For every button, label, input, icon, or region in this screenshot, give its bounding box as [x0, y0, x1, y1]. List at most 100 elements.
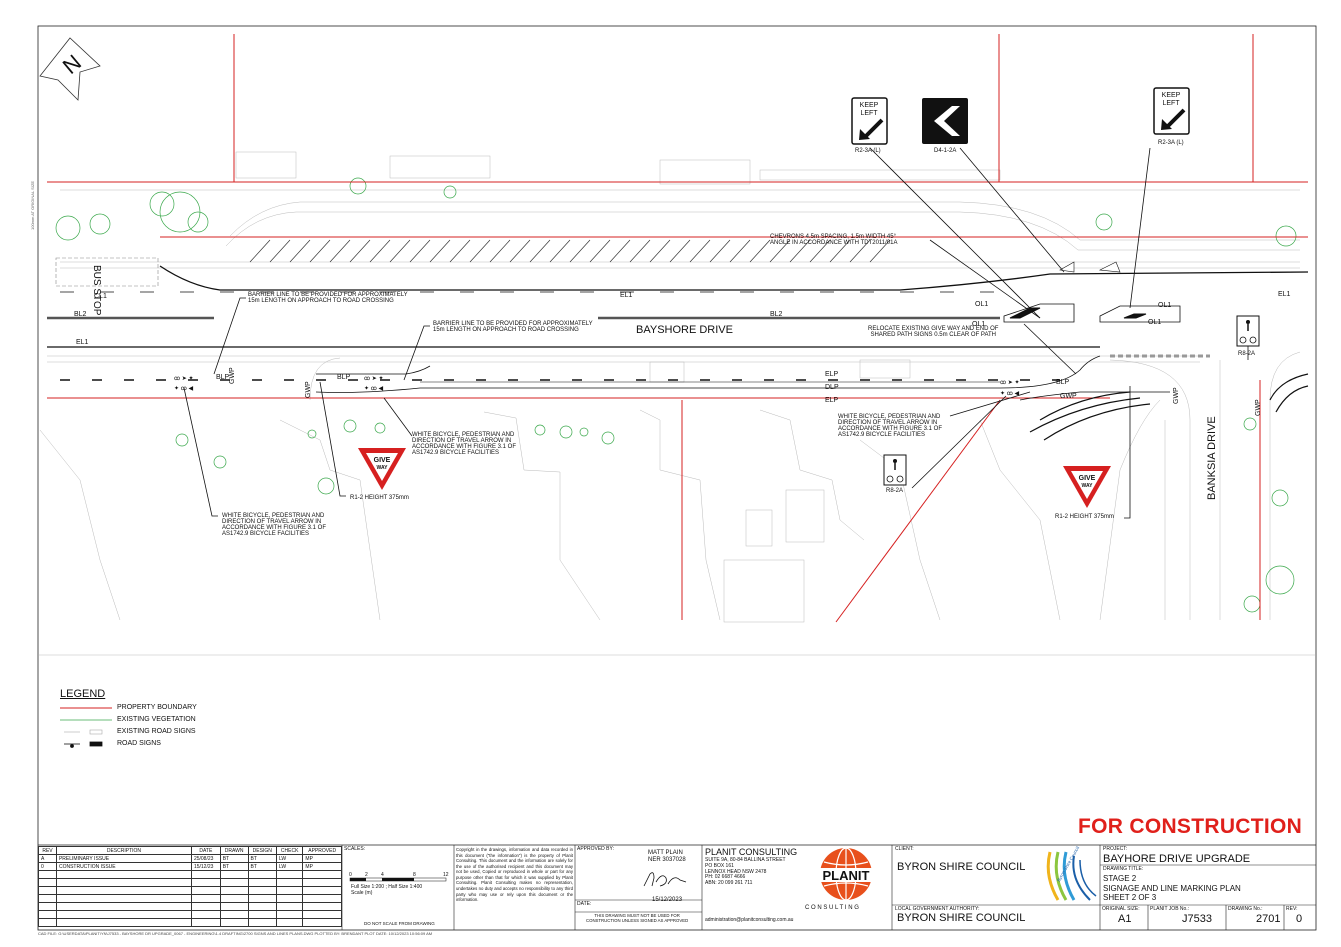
note-chevrons: CHEVRONS 4.5m SPACING, 1.5m WIDTH 45° AN…: [770, 234, 898, 246]
road-label-blp: BLP: [216, 374, 230, 381]
legend-item-existing-road-signs: EXISTING ROAD SIGNS: [117, 728, 196, 735]
sheet-border: [37, 25, 1317, 931]
road-label-bl2: BL2: [770, 311, 783, 318]
rev-label: REV:: [1286, 906, 1298, 912]
keep-left-code-2: R2-3A (L): [1158, 140, 1184, 146]
lga-label: LOCAL GOVERNMENT AUTHORITY:: [895, 906, 980, 912]
chevron-sign: [922, 98, 968, 144]
chevron-code: D4-1-2A: [934, 148, 956, 154]
svg-text:LEFT: LEFT: [860, 110, 878, 117]
scale-bar: [349, 877, 447, 882]
table-row: A PRELIMINARY ISSUE 25/08/23 BT BT LW MP: [38, 854, 342, 863]
table-row: [38, 894, 342, 903]
scale-ticks: 0 2 4 8 12: [349, 872, 449, 878]
bus-stop-text: BUS STOP: [91, 265, 102, 316]
road-label-bl2: BL2: [74, 311, 87, 318]
drawing-no-label: DRAWING No.:: [1228, 906, 1263, 912]
note-relocate-signs: RELOCATE EXISTING GIVE WAY AND END OF SH…: [868, 326, 999, 338]
legend-swatches: [60, 707, 112, 748]
legend-title: LEGEND: [60, 688, 106, 700]
svg-text:✦ ꝏ ◀: ✦ ꝏ ◀: [1000, 390, 1019, 397]
keep-left-code-1: R2-3A (L): [855, 148, 881, 154]
table-row: [38, 902, 342, 911]
svg-text:ꝏ ➤ ✦: ꝏ ➤ ✦: [174, 375, 194, 382]
client-label: CLIENT:: [895, 846, 914, 852]
svg-text:LEFT: LEFT: [1162, 100, 1180, 107]
road-label-gwp: GWP: [305, 381, 312, 398]
drawing-title: STAGE 2 SIGNAGE AND LINE MARKING PLAN SH…: [1103, 874, 1241, 903]
shared-path-sign-1: [883, 454, 907, 486]
svg-text:0: 0: [349, 872, 352, 878]
keep-left-sign-2: KEEP LEFT: [1153, 87, 1190, 135]
client-name: BYRON SHIRE COUNCIL: [897, 861, 1026, 873]
project-label: PROJECT:: [1103, 846, 1128, 852]
give-way-sign-2: GIVE WAY: [1063, 466, 1111, 508]
note-arrow-2: WHITE BICYCLE, PEDESTRIAN AND DIRECTION …: [412, 432, 517, 456]
note-barrier-line-1: BARRIER LINE TO BE PROVIDED FOR APPROXIM…: [248, 292, 408, 304]
approval-signature: [643, 872, 687, 887]
note-arrow-1: WHITE BICYCLE, PEDESTRIAN AND DIRECTION …: [222, 513, 327, 537]
approver-ner: NER 3037028: [648, 857, 686, 863]
company-email: administration@planitconsulting.com.au: [705, 917, 794, 923]
table-row: [38, 870, 342, 879]
table-row: [38, 910, 342, 919]
street-name-bayshore: BAYSHORE DRIVE: [636, 324, 733, 336]
approver-name: MATT PLAIN: [648, 850, 683, 856]
scale-text: Full Size 1:200 ; Half Size 1:400 Scale …: [351, 884, 423, 896]
road-label-gwp: GWP: [1060, 393, 1077, 400]
road-label-ol1: OL1: [975, 301, 988, 308]
planit-logo: PLANIT: [812, 847, 880, 901]
path-arrow-symbols: ꝏ ➤ ✦✦ ꝏ ◀ ꝏ ➤ ✦✦ ꝏ ◀ ꝏ ➤ ✦✦ ꝏ ◀: [174, 375, 1020, 397]
not-used-note: THIS DRAWING MUST NOT BE USED FOR CONSTR…: [586, 913, 689, 923]
revision-table: REV DESCRIPTION DATE DRAWN DESIGN CHECK …: [38, 846, 342, 927]
description-col: DESCRIPTION: [55, 846, 192, 855]
original-size-label: ORIGINAL SIZE:: [1102, 906, 1140, 912]
job-no: J7533: [1182, 913, 1212, 925]
road-label-el1: EL1: [76, 339, 89, 346]
company-address: SUITE 9A, 80-84 BALLINA STREET PO BOX 16…: [705, 857, 786, 886]
north-arrow: N: [39, 37, 101, 101]
note-arrow-3: WHITE BICYCLE, PEDESTRIAN AND DIRECTION …: [838, 414, 943, 438]
road-label-gwp: GWP: [1255, 399, 1262, 416]
planit-logo-sub: C O N S U L T I N G: [805, 905, 859, 911]
legend-item-property-boundary: PROPERTY BOUNDARY: [117, 704, 197, 711]
road-label-blp: BLP: [337, 374, 351, 381]
street-name-banksia: BANKSIA DRIVE: [1206, 416, 1218, 500]
legend-item-existing-vegetation: EXISTING VEGETATION: [117, 716, 196, 723]
check-col: CHECK: [275, 846, 304, 855]
road-label-ol1: OL1: [972, 321, 985, 328]
svg-text:12: 12: [443, 872, 449, 878]
road-label-cl1: CL1: [94, 293, 107, 300]
design-col: DESIGN: [247, 846, 277, 855]
lga-name: BYRON SHIRE COUNCIL: [897, 912, 1026, 924]
table-row: [38, 918, 342, 927]
svg-text:✦ ꝏ ◀: ✦ ꝏ ◀: [364, 385, 383, 392]
property-boundaries: [47, 34, 1308, 623]
note-barrier-line-2: BARRIER LINE TO BE PROVIDED FOR APPROXIM…: [433, 321, 593, 333]
table-row: [38, 878, 342, 887]
revision-header-row: REV DESCRIPTION DATE DRAWN DESIGN CHECK …: [38, 846, 342, 855]
copyright-note: Copyright in the drawings, information a…: [456, 847, 573, 903]
svg-text:GIVE: GIVE: [1079, 475, 1096, 482]
planit-logo-word: PLANIT: [823, 868, 870, 883]
project-name: BAYHORE DRIVE UPGRADE: [1103, 853, 1251, 865]
road-label-elp: ELP: [825, 397, 839, 404]
approved-col: APPROVED: [302, 846, 342, 855]
road-label-ol1: OL1: [1158, 302, 1171, 309]
road-label-gwp: GWP: [229, 367, 236, 384]
shared-path-sign-2: [1236, 315, 1260, 347]
svg-text:WAY: WAY: [1082, 483, 1094, 489]
approved-by-label: APPROVED BY:: [577, 846, 614, 852]
job-label: PLANIT JOB No.:: [1150, 906, 1190, 912]
svg-text:KEEP: KEEP: [860, 102, 879, 109]
rev-col: REV: [38, 846, 57, 855]
existing-linework: [39, 151, 1301, 623]
road-labels: CL1 EL1 BL2 BL2 EL1 EL1 OL1 OL1 OL1 OL1 …: [74, 291, 1291, 416]
date-label: DATE:: [577, 901, 592, 907]
svg-text:4: 4: [381, 872, 384, 878]
road-label-ol1: OL1: [1148, 319, 1161, 326]
shared-path-code-2: R8-2A: [1238, 351, 1255, 357]
note-r12-2: R1-2 HEIGHT 375mm: [1055, 514, 1114, 520]
keep-left-sign-1: KEEP LEFT: [851, 97, 888, 145]
leader-lines: [183, 147, 1249, 519]
